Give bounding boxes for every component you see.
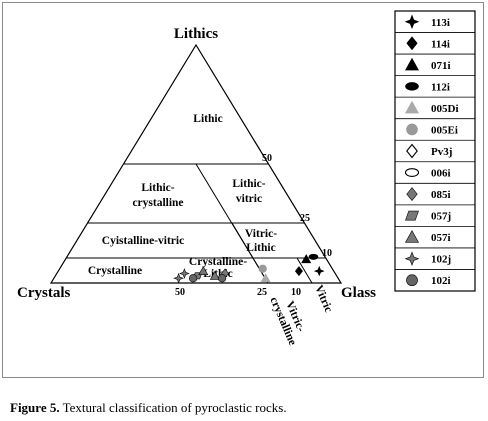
legend-label-113i: 113i — [431, 17, 450, 29]
legend-label-112i: 112i — [431, 81, 450, 93]
boundary-line-glass-75 — [231, 222, 269, 284]
legend-marker-Pv3j — [406, 143, 418, 159]
data-point-114i-0 — [294, 266, 303, 277]
data-point-102i-0 — [188, 274, 198, 283]
data-point-112i-0 — [308, 253, 319, 260]
field-label-vitric: Vitric — [312, 283, 334, 314]
field-label-lithic-crystalline: Lithic-crystalline — [132, 182, 183, 209]
legend-label-Pv3j: Pv3j — [431, 146, 452, 158]
vertex-label-right: Glass — [341, 285, 376, 301]
field-labels: Lithic Lithic-crystalline Lithic-vitric … — [88, 113, 335, 347]
legend-label-057i: 057i — [431, 232, 451, 244]
field-label-lithic-crystalline-line-1: Lithic- — [141, 182, 174, 194]
legend-marker-112i — [405, 82, 419, 91]
data-point-102i-1 — [217, 274, 227, 283]
boundary-label-glass-75: 25 — [257, 287, 267, 298]
triangle-outline — [49, 43, 343, 284]
data-point-057i-0 — [209, 270, 220, 280]
vertex-labels: Lithics Crystals Glass — [17, 26, 376, 301]
data-point-102j-0 — [179, 268, 190, 279]
field-label-lithic-vitric-line-2: vitric — [236, 193, 262, 205]
data-point-005Ei-0 — [258, 264, 267, 273]
field-label-lithic-vitric-line-1: Lithic- — [232, 178, 265, 190]
field-label-lithic-crystalline-line-2: crystalline — [132, 197, 183, 209]
data-point-005Di-0 — [260, 273, 271, 283]
boundary-value-labels: 50 25 10 50 25 10 — [175, 153, 332, 298]
field-label-crystalline: Crystalline — [88, 265, 142, 277]
vertex-label-left: Crystals — [17, 285, 70, 301]
legend-label-102i: 102i — [431, 275, 451, 287]
field-label-vitric-lithic: Vitric- Lithic — [245, 228, 277, 254]
legend-marker-006i — [404, 168, 420, 177]
field-label-vitric-crystalline: Vitric-crystalline — [267, 290, 310, 347]
data-point-113i-0 — [313, 265, 325, 277]
plot-points — [173, 253, 325, 284]
data-point-102j-1 — [173, 272, 184, 284]
field-label-vitric-lithic-line-2: Lithic — [246, 242, 275, 254]
boundary-line-glass-90 — [296, 257, 313, 284]
field-label-crystalline-vitric: Cyistalline-vitric — [102, 235, 184, 247]
field-label-vitric-lithic-line-1: Vitric- — [245, 228, 277, 240]
legend-marker-071i — [404, 57, 420, 71]
field-label-lithic: Lithic — [193, 113, 222, 125]
boundary-label-glass-50: 50 — [175, 287, 185, 298]
legend-marker-057j — [405, 210, 419, 221]
legend-label-006i: 006i — [431, 168, 451, 180]
figure-caption: Figure 5. Textural classification of pyr… — [10, 400, 287, 416]
field-label-lithic-vitric: Lithic-vitric — [232, 178, 265, 205]
legend-label-057j: 057j — [431, 211, 451, 223]
caption-text: Textural classification of pyroclastic r… — [59, 400, 287, 415]
legend-marker-102i — [406, 274, 418, 287]
legend-marker-113i — [404, 14, 420, 30]
ternary-chart: Lithics Crystals Glass Lithic Lithic-cry… — [17, 10, 476, 347]
legend-marker-057i — [404, 230, 420, 243]
legend-label-114i: 114i — [431, 38, 450, 50]
legend-label-071i: 071i — [431, 60, 451, 72]
data-point-071i-0 — [301, 254, 312, 264]
data-point-057i-1 — [198, 265, 209, 276]
legend-marker-114i — [406, 36, 418, 51]
legend-marker-085i — [406, 187, 418, 202]
boundary-label-glass-90: 10 — [291, 287, 301, 298]
vertex-label-top: Lithics — [174, 26, 218, 42]
boundary-label-lithics-10: 10 — [322, 248, 332, 259]
legend-label-005Di: 005Di — [431, 103, 459, 115]
ternary-triangle — [49, 43, 343, 284]
legend-label-085i: 085i — [431, 189, 451, 201]
legend-label-005Ei: 005Ei — [431, 124, 458, 136]
legend-marker-005Di — [404, 100, 420, 114]
figure-frame: Lithics Crystals Glass Lithic Lithic-cry… — [2, 2, 484, 378]
field-label-crystalline-lithic-line-1: Crystalline- — [189, 256, 247, 268]
legend-label-102j: 102j — [431, 254, 451, 266]
legend-marker-102j — [404, 251, 420, 267]
legend-marker-005Ei — [406, 123, 418, 136]
boundary-label-lithics-25: 25 — [300, 213, 310, 224]
caption-prefix: Figure 5. — [10, 400, 60, 415]
boundary-label-lithics-50: 50 — [262, 153, 272, 164]
